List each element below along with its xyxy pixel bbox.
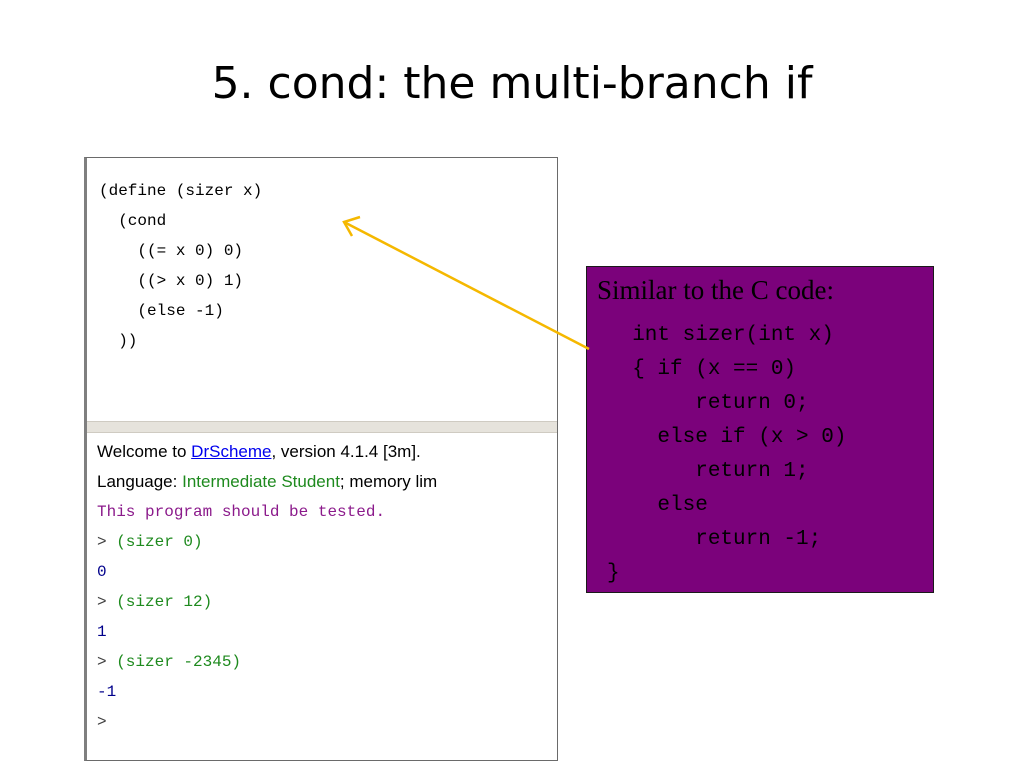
repl-input: (sizer 0) [116, 533, 203, 551]
c-code-listing: int sizer(int x) { if (x == 0) return 0;… [607, 324, 847, 585]
drscheme-window: (define (sizer x) (cond ((= x 0) 0) ((> … [84, 157, 558, 761]
repl-input-line: > (sizer 0) [97, 527, 203, 557]
repl-output: 0 [97, 563, 107, 581]
language-name: Intermediate Student [182, 472, 340, 491]
test-notice: This program should be tested. [97, 503, 386, 521]
slide-title: 5. cond: the multi-branch if [211, 58, 813, 109]
repl-final-prompt[interactable]: > [97, 713, 107, 731]
repl-prompt: > [97, 533, 117, 551]
repl-output: -1 [97, 683, 117, 701]
interactions-window[interactable]: Welcome to DrScheme, version 4.1.4 [3m].… [87, 433, 557, 760]
language-prefix: Language: [97, 472, 183, 491]
repl-output: 1 [97, 623, 107, 641]
repl-input-line: > (sizer 12) [97, 587, 212, 617]
language-line: Language: Intermediate Student; memory l… [97, 467, 437, 497]
pane-divider[interactable] [87, 421, 557, 433]
drscheme-link[interactable]: DrScheme [191, 442, 272, 461]
repl-input: (sizer 12) [116, 593, 213, 611]
welcome-suffix: , version 4.1.4 [3m]. [271, 442, 421, 461]
repl-input: (sizer -2345) [116, 653, 242, 671]
welcome-line: Welcome to DrScheme, version 4.1.4 [3m]. [97, 437, 421, 467]
welcome-prefix: Welcome to [97, 442, 192, 461]
definitions-code: (define (sizer x) (cond ((= x 0) 0) ((> … [99, 182, 263, 350]
repl-prompt: > [97, 593, 117, 611]
repl-prompt: > [97, 653, 117, 671]
language-suffix: ; memory lim [339, 472, 438, 491]
callout-title: Similar to the C code: [597, 275, 834, 305]
c-code-callout: Similar to the C code: int sizer(int x) … [586, 266, 934, 593]
definitions-window[interactable]: (define (sizer x) (cond ((= x 0) 0) ((> … [87, 158, 557, 421]
repl-input-line: > (sizer -2345) [97, 647, 241, 677]
